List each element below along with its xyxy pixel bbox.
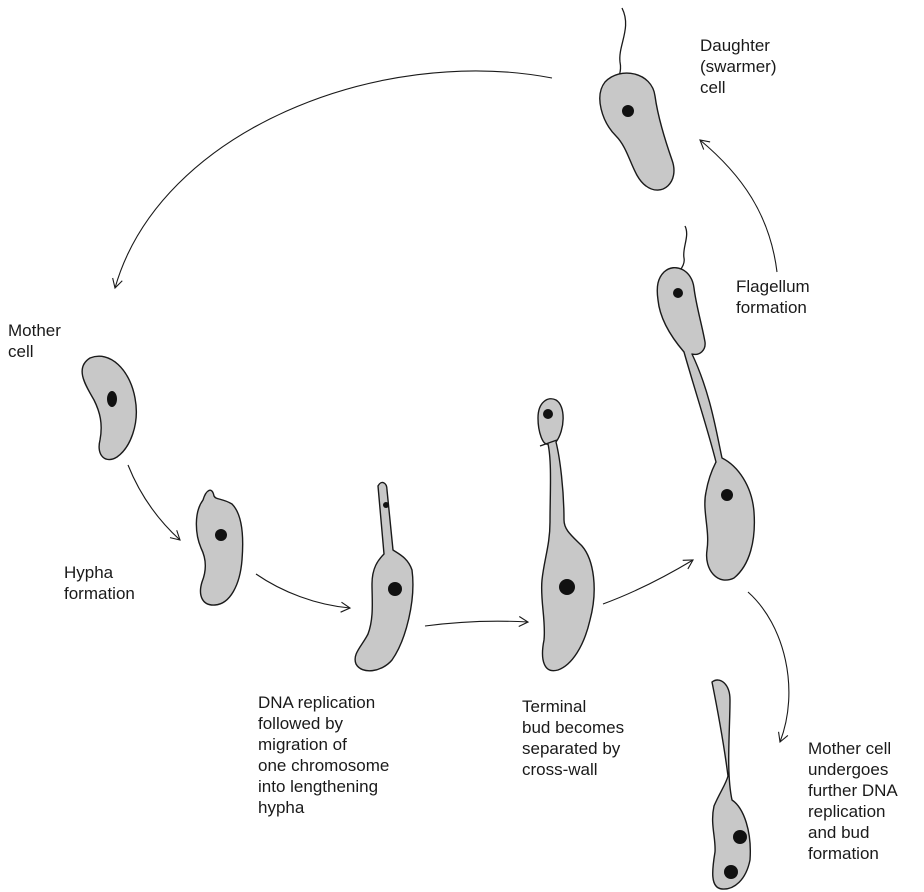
arrow-replication-to-bud (424, 616, 530, 627)
mother-cell (81, 355, 137, 461)
label-line: and bud (808, 823, 870, 842)
arrow-bud-to-stalked (602, 559, 694, 605)
label-line: Terminal (522, 697, 587, 716)
cycle-arrow-daughter-to-mother (112, 70, 553, 290)
label-line: cell (8, 342, 34, 361)
label-line: bud becomes (522, 718, 625, 737)
arrow-stalked-to-mother-bud (747, 591, 790, 744)
label-line: hypha (258, 798, 305, 817)
stalked-cell-with-flagellated-bud (656, 225, 756, 581)
label-line: DNA replication (258, 693, 376, 712)
arrow-flagellum-to-daughter (699, 139, 778, 273)
daughter-swarmer-cell (599, 7, 675, 191)
label-line: further DNA (808, 781, 898, 800)
label-line: separated by (522, 739, 621, 758)
label-line: Flagellum (736, 277, 810, 296)
label-daughter-cell: Daughter (swarmer) cell (700, 35, 777, 98)
label-line: migration of (258, 735, 347, 754)
label-line: one chromosome (258, 756, 390, 775)
label-line: cell (700, 78, 726, 97)
arrow-hypha-to-replication (255, 573, 352, 613)
label-dna-replication: DNA replication followed by migration of… (258, 692, 389, 818)
label-line: Mother cell (808, 739, 892, 758)
label-line: followed by (258, 714, 344, 733)
label-hypha-formation: Hypha formation (64, 562, 135, 604)
label-line: formation (736, 298, 807, 317)
label-line: into lengthening (258, 777, 379, 796)
label-line: (swarmer) (700, 57, 777, 76)
label-line: undergoes (808, 760, 889, 779)
dna-replication-cell (354, 481, 414, 672)
label-line: formation (808, 844, 879, 863)
arrow-mother-to-hypha (127, 464, 181, 541)
terminal-bud-cell (537, 398, 595, 672)
label-line: Daughter (700, 36, 770, 55)
hypha-formation-cell (195, 489, 244, 606)
mother-cell-bud-formation (711, 679, 752, 890)
label-line: cross-wall (522, 760, 598, 779)
label-flagellum-formation: Flagellum formation (736, 276, 810, 318)
label-mother-cell: Mother cell (8, 320, 61, 362)
label-terminal-bud: Terminal bud becomes separated by cross-… (522, 696, 624, 780)
label-mother-further-replication: Mother cell undergoes further DNA replic… (808, 738, 898, 864)
label-line: formation (64, 584, 135, 603)
label-line: Mother (8, 321, 61, 340)
label-line: Hypha (64, 563, 114, 582)
label-line: replication (808, 802, 886, 821)
